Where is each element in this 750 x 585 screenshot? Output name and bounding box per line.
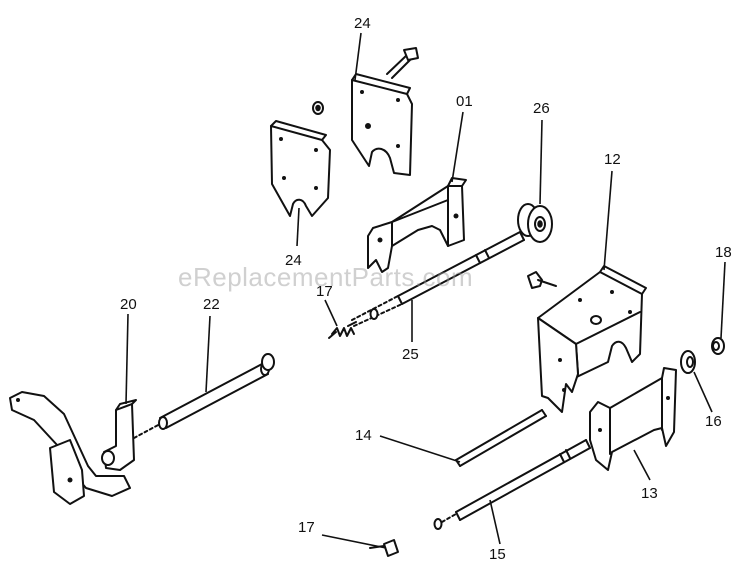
label-12: 12 [604, 151, 621, 168]
leader-13 [633, 449, 651, 481]
plate-24-top [351, 73, 413, 176]
roller-26 [517, 203, 553, 243]
leader-26 [539, 119, 543, 205]
label-25: 25 [402, 346, 419, 363]
washer-24 [312, 101, 324, 115]
label-26: 26 [533, 100, 550, 117]
rod-15 [433, 439, 591, 530]
label-01: 01 [456, 93, 473, 110]
leader-22 [205, 315, 211, 393]
bracket-13 [589, 367, 677, 471]
pedal-lever-20 [9, 391, 137, 505]
label-20: 20 [120, 296, 137, 313]
leader-12 [603, 170, 613, 271]
label-17-upper: 17 [316, 283, 333, 300]
bolt-12 [527, 271, 557, 289]
leader-15 [489, 499, 501, 545]
leader-18 [720, 261, 726, 339]
leader-17-lower [321, 534, 387, 549]
washer-17 [369, 308, 379, 320]
shaft-22 [133, 353, 275, 439]
label-18: 18 [715, 244, 732, 261]
plate-24-left [270, 120, 331, 217]
leader-16 [693, 371, 713, 413]
leader-01 [451, 111, 464, 183]
leader-17-upper [324, 299, 338, 327]
rod-14 [455, 409, 547, 467]
label-24-left: 24 [285, 252, 302, 269]
leader-24-top [354, 32, 362, 81]
label-17-lower: 17 [298, 519, 315, 536]
label-14: 14 [355, 427, 372, 444]
label-15: 15 [489, 546, 506, 563]
label-13: 13 [641, 485, 658, 502]
leader-24-left [296, 207, 300, 247]
bracket-01 [367, 177, 467, 273]
bolt-24 [386, 47, 419, 79]
watermark: eReplacementParts.com [178, 262, 474, 292]
label-24-top: 24 [354, 15, 371, 32]
label-22: 22 [203, 296, 220, 313]
leader-14 [379, 435, 461, 463]
leader-20 [125, 313, 129, 405]
bracket-12 [537, 265, 647, 413]
bushing-18 [711, 337, 725, 355]
spring-17-upper [328, 321, 357, 339]
label-16: 16 [705, 413, 722, 430]
washer-16 [680, 350, 696, 374]
